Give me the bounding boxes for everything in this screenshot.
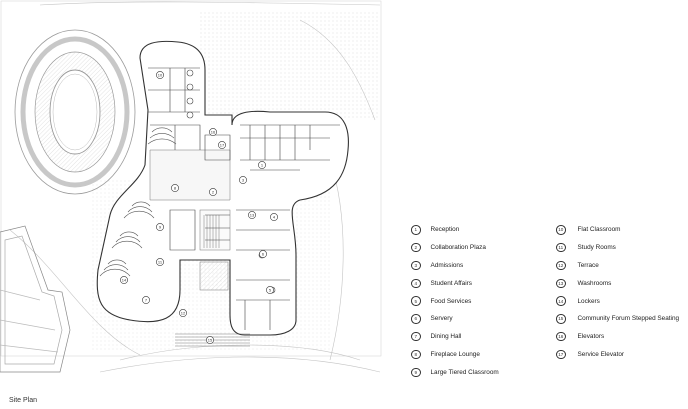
svg-text:16: 16 [211,130,216,135]
legend-item: 14 Lockers [556,292,688,310]
legend-label: Terrace [577,261,599,269]
svg-text:1: 1 [261,163,264,168]
svg-text:5: 5 [269,288,272,293]
legend-item: 10 Flat Classroom [556,221,688,239]
legend-number: 17 [556,349,566,360]
svg-text:9: 9 [159,225,162,230]
legend-item: 1 Reception [411,221,561,239]
legend-item: 13 Washrooms [556,274,688,292]
room-partitions [148,67,340,330]
legend-item: 6 Servery [411,310,561,328]
legend-number: 16 [556,331,566,342]
plan-marker: 1 [258,161,266,169]
plan-markers: 10 16 1 8 2 13 4 9 6 11 5 14 7 12 3 17 1… [120,71,278,344]
legend-number: 10 [556,225,566,235]
legend-label: Collaboration Plaza [430,244,486,252]
svg-text:12: 12 [181,311,186,316]
plan-marker: 12 [179,309,187,317]
legend-item: 4 Student Affairs [411,274,561,292]
legend-item: 3 Admissions [411,257,561,275]
plan-marker: 10 [156,71,164,79]
legend-label: Reception [430,226,460,234]
legend-label: Food Services [430,297,472,305]
stadium [14,29,136,195]
legend-label: Fireplace Lounge [430,350,480,358]
legend-item: 7 Dining Hall [411,328,561,346]
svg-text:3: 3 [242,178,245,183]
legend-number: 13 [556,278,566,289]
legend-column-left: 1 Reception 2 Collaboration Plaza 3 Admission… [411,221,561,381]
svg-text:2: 2 [212,190,215,195]
legend-number: 11 [556,242,566,253]
landscape-texture [200,10,380,120]
legend-item: 17 Service Elevator [556,346,688,364]
legend-label: Elevators [577,333,605,341]
legend-label: Washrooms [577,279,612,287]
plan-marker: 3 [239,176,247,184]
legend-label: Large Tiered Classroom [430,368,499,376]
plan-marker: 5 [266,286,274,294]
plan-marker: 8 [171,184,179,192]
svg-text:14: 14 [122,278,127,283]
legend-label: Servery [430,315,453,323]
legend-item: 15 Community Forum Stepped Seating [556,310,688,328]
plan-marker: 6 [259,250,267,258]
legend-number: 4 [411,278,421,289]
legend-item: 8 Fireplace Lounge [411,346,561,364]
legend-label: Dining Hall [430,333,462,341]
svg-text:10: 10 [158,73,163,78]
adjacent-building [0,225,71,373]
legend-item: 9 Large Tiered Classroom [411,363,561,381]
legend-number: 1 [411,225,421,235]
svg-text:15: 15 [208,338,213,343]
columns [186,69,276,294]
legend-label: Lockers [577,297,600,305]
legend-label: Flat Classroom [577,226,621,234]
legend-label: Community Forum Stepped Seating [577,315,680,323]
plan-marker: 17 [218,141,226,149]
plan-marker: 13 [248,211,256,219]
svg-text:6: 6 [262,252,265,257]
legend-column-right: 10 Flat Classroom 11 Study Rooms 12 Terrace 13… [556,221,688,363]
legend-item: 16 Elevators [556,328,688,346]
legend-number: 6 [411,314,421,324]
caption: Site Plan [9,397,38,404]
svg-text:13: 13 [250,213,255,218]
legend-number: 5 [411,296,421,306]
site-plan-drawing: 10 16 1 8 2 13 4 9 6 11 5 14 7 12 3 17 1… [0,0,382,373]
legend-number: 14 [556,296,566,306]
legend-number: 7 [411,331,421,342]
plan-marker: 16 [209,128,217,136]
legend-number: 2 [411,242,421,253]
svg-text:8: 8 [174,186,177,191]
legend-label: Study Rooms [577,244,616,252]
tiered-classrooms [99,127,177,277]
interior-zones [149,149,231,291]
legend-number: 3 [411,260,421,271]
legend-number: 9 [411,367,421,378]
plan-marker: 14 [120,276,128,284]
plan-marker: 4 [270,213,278,221]
legend-number: 8 [411,349,421,360]
legend-number: 12 [556,260,566,271]
plan-marker: 7 [142,296,150,304]
svg-text:17: 17 [220,143,225,148]
plan-marker: 11 [156,258,164,266]
legend-item: 11 Study Rooms [556,239,688,257]
legend-label: Student Affairs [430,279,472,287]
svg-text:11: 11 [158,260,163,265]
plan-marker: 15 [206,336,214,344]
plan-marker: 2 [209,188,217,196]
legend-item: 2 Collaboration Plaza [411,239,561,257]
legend-item: 12 Terrace [556,257,688,275]
legend-label: Service Elevator [577,350,625,358]
svg-text:4: 4 [273,215,276,220]
legend-number: 15 [556,314,566,324]
legend-item: 5 Food Services [411,292,561,310]
legend-label: Admissions [430,261,464,269]
plan-marker: 9 [156,223,164,231]
svg-text:7: 7 [145,298,148,303]
